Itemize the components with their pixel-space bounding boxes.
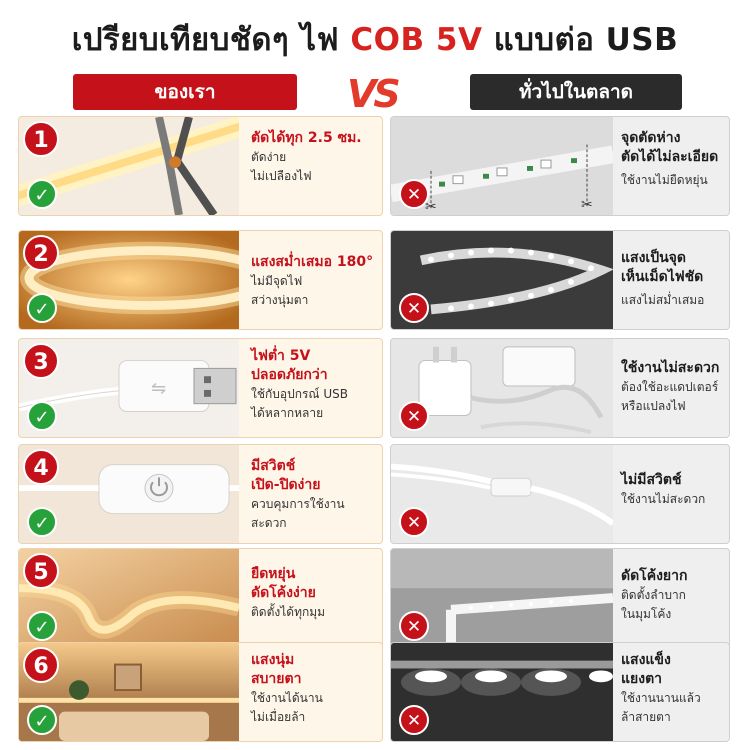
cross-icon: ✕ <box>399 293 429 323</box>
ours-sub-2a: ไม่มีจุดไฟ <box>251 274 303 288</box>
theirs-heading-2a: แสงเป็นจุด <box>621 250 686 266</box>
theirs-sub-1: ใช้งานไม่ยืดหยุ่น <box>621 173 708 187</box>
ours-card-6: 6 ✓ แสงนุ่ม สบายตา ใช้งานได้นาน ไม่เมื่อ… <box>18 642 383 742</box>
vs-label: VS <box>347 72 401 116</box>
theirs-text-1: จุดตัดห่าง ตัดได้ไม่ละเอียด ใช้งานไม่ยืด… <box>621 129 729 190</box>
ours-heading-3a: ไฟต่ำ 5V <box>251 348 311 364</box>
smd-strip-photo <box>391 117 613 215</box>
theirs-card-4: ✕ ไม่มีสวิตช์ ใช้งานไม่สะดวก <box>390 444 730 544</box>
theirs-text-2: แสงเป็นจุด เห็นเม็ดไฟชัด แสงไม่สม่ำเสมอ <box>621 249 729 310</box>
comparison-row-5: 5 ✓ ยืดหยุ่น ดัดโค้งง่าย ติดตั้งได้ทุกมุ… <box>0 548 750 648</box>
ours-text-5: ยืดหยุ่น ดัดโค้งง่าย ติดตั้งได้ทุกมุม <box>251 565 382 622</box>
cross-icon: ✕ <box>399 507 429 537</box>
theirs-text-5: ดัดโค้งยาก ติดตั้งลำบาก ในมุมโค้ง <box>621 567 729 624</box>
row-number-2: 2 <box>23 235 59 271</box>
theirs-text-6: แสงแข็ง แยงตา ใช้งานนานแล้ว ล้าสายตา <box>621 651 729 727</box>
ours-sub-6a: ใช้งานได้นาน <box>251 691 323 705</box>
comparison-row-4: 4 ✓ มีสวิตช์ เปิด-ปิดง่าย ควบคุมการใช้งา… <box>0 444 750 544</box>
theirs-heading-1b: ตัดได้ไม่ละเอียด <box>621 149 719 165</box>
theirs-text-4: ไม่มีสวิตช์ ใช้งานไม่สะดวก <box>621 471 729 509</box>
row-number-3: 3 <box>23 343 59 379</box>
cross-icon: ✕ <box>399 401 429 431</box>
ours-sub-1b: ไม่เปลืองไฟ <box>251 169 312 183</box>
ours-text-1: ตัดได้ทุก 2.5 ซม. ตัดง่าย ไม่เปลืองไฟ <box>251 129 382 186</box>
ours-heading-6a: แสงนุ่ม <box>251 652 295 668</box>
theirs-card-2: ✕ แสงเป็นจุด เห็นเม็ดไฟชัด แสงไม่สม่ำเสม… <box>390 230 730 330</box>
ours-card-5: 5 ✓ ยืดหยุ่น ดัดโค้งง่าย ติดตั้งได้ทุกมุ… <box>18 548 383 648</box>
ours-heading-5a: ยืดหยุ่น <box>251 566 296 582</box>
comparison-row-2: 2 ✓ แสงสม่ำเสมอ 180° ไม่มีจุดไฟ สว่างนุ่… <box>0 230 750 330</box>
ours-text-2: แสงสม่ำเสมอ 180° ไม่มีจุดไฟ สว่างนุ่มตา <box>251 253 382 310</box>
harsh-light-photo <box>391 643 613 741</box>
ours-sub-5: ติดตั้งได้ทุกมุม <box>251 605 326 619</box>
theirs-card-3: ✕ ใช้งานไม่สะดวก ต้องใช้อะแดปเตอร์ หรือแ… <box>390 338 730 438</box>
check-icon: ✓ <box>27 611 57 641</box>
comparison-row-1: 1 ✓ ตัดได้ทุก 2.5 ซม. ตัดง่าย ไม่เปลืองไ… <box>0 116 750 216</box>
ours-card-3: ⇋ 3 ✓ ไฟต่ำ 5V ปลอดภัยกว่า ใช้กับอุปกรณ์… <box>18 338 383 438</box>
page-title: เปรียบเทียบชัดๆ ไฟ COB 5V แบบต่อ USB <box>0 14 750 64</box>
row-number-1: 1 <box>23 121 59 157</box>
check-icon: ✓ <box>27 179 57 209</box>
ours-sub-1a: ตัดง่าย <box>251 150 287 164</box>
theirs-sub-5b: ในมุมโค้ง <box>621 607 672 621</box>
row-number-5: 5 <box>23 553 59 589</box>
theirs-card-5: ✕ ดัดโค้งยาก ติดตั้งลำบาก ในมุมโค้ง <box>390 548 730 648</box>
theirs-card-1: ✂ ✂ ✕ จุดตัดห่าง ตัดได้ไม่ละเอียด ใช้งาน… <box>390 116 730 216</box>
theirs-card-6: ✕ แสงแข็ง แยงตา ใช้งานนานแล้ว ล้าสายตา <box>390 642 730 742</box>
theirs-sub-2: แสงไม่สม่ำเสมอ <box>621 293 705 307</box>
ours-heading-5b: ดัดโค้งง่าย <box>251 585 316 601</box>
ours-text-3: ไฟต่ำ 5V ปลอดภัยกว่า ใช้กับอุปกรณ์ USB ไ… <box>251 347 382 423</box>
theirs-heading-4: ไม่มีสวิตช์ <box>621 472 682 488</box>
theirs-heading-6b: แยงตา <box>621 671 663 687</box>
ours-card-4: 4 ✓ มีสวิตช์ เปิด-ปิดง่าย ควบคุมการใช้งา… <box>18 444 383 544</box>
title-part-1: เปรียบเทียบชัดๆ ไฟ <box>71 22 340 58</box>
check-icon: ✓ <box>27 705 57 735</box>
check-icon: ✓ <box>27 293 57 323</box>
scissors-icon: ✂ <box>581 197 593 213</box>
cross-icon: ✕ <box>399 611 429 641</box>
title-part-2: แบบต่อ USB <box>493 22 679 58</box>
comparison-row-3: ⇋ 3 ✓ ไฟต่ำ 5V ปลอดภัยกว่า ใช้กับอุปกรณ์… <box>0 338 750 438</box>
ours-card-2: 2 ✓ แสงสม่ำเสมอ 180° ไม่มีจุดไฟ สว่างนุ่… <box>18 230 383 330</box>
ours-header: ของเรา <box>73 74 297 110</box>
theirs-sub-3b: หรือแปลงไฟ <box>621 399 686 413</box>
theirs-sub-6b: ล้าสายตา <box>621 710 671 724</box>
cross-icon: ✕ <box>399 179 429 209</box>
ours-sub-3a: ใช้กับอุปกรณ์ USB <box>251 387 349 401</box>
ours-heading-4b: เปิด-ปิดง่าย <box>251 477 321 493</box>
title-highlight: COB 5V <box>350 22 483 58</box>
theirs-sub-5a: ติดตั้งลำบาก <box>621 588 686 602</box>
ours-heading-4a: มีสวิตช์ <box>251 458 296 474</box>
svg-text:⇋: ⇋ <box>151 378 166 399</box>
theirs-text-3: ใช้งานไม่สะดวก ต้องใช้อะแดปเตอร์ หรือแปล… <box>621 359 729 416</box>
ours-sub-2b: สว่างนุ่มตา <box>251 293 309 307</box>
cross-icon: ✕ <box>399 705 429 735</box>
theirs-heading-2b: เห็นเม็ดไฟชัด <box>621 269 704 285</box>
theirs-heading-3: ใช้งานไม่สะดวก <box>621 360 720 376</box>
ours-sub-6b: ไม่เมื่อยล้า <box>251 710 306 724</box>
ours-sub-3b: ได้หลากหลาย <box>251 406 324 420</box>
ours-card-1: 1 ✓ ตัดได้ทุก 2.5 ซม. ตัดง่าย ไม่เปลืองไ… <box>18 116 383 216</box>
row-number-6: 6 <box>23 647 59 683</box>
ours-heading-3b: ปลอดภัยกว่า <box>251 367 328 383</box>
row-number-4: 4 <box>23 449 59 485</box>
ours-heading-1: ตัดได้ทุก 2.5 ซม. <box>251 130 362 146</box>
ours-heading-6b: สบายตา <box>251 671 302 687</box>
check-icon: ✓ <box>27 401 57 431</box>
ours-heading-2: แสงสม่ำเสมอ 180° <box>251 254 374 270</box>
ours-text-6: แสงนุ่ม สบายตา ใช้งานได้นาน ไม่เมื่อยล้า <box>251 651 382 727</box>
theirs-sub-3a: ต้องใช้อะแดปเตอร์ <box>621 380 719 394</box>
comparison-row-6: 6 ✓ แสงนุ่ม สบายตา ใช้งานได้นาน ไม่เมื่อ… <box>0 642 750 742</box>
theirs-heading-1a: จุดตัดห่าง <box>621 130 681 146</box>
theirs-heading-5: ดัดโค้งยาก <box>621 568 688 584</box>
theirs-heading-6a: แสงแข็ง <box>621 652 671 668</box>
ours-text-4: มีสวิตช์ เปิด-ปิดง่าย ควบคุมการใช้งาน สะ… <box>251 457 382 533</box>
theirs-header: ทั่วไปในตลาด <box>470 74 682 110</box>
check-icon: ✓ <box>27 507 57 537</box>
theirs-sub-4: ใช้งานไม่สะดวก <box>621 492 706 506</box>
scissors-icon: ✂ <box>425 199 437 215</box>
theirs-sub-6a: ใช้งานนานแล้ว <box>621 691 701 705</box>
ours-sub-4b: สะดวก <box>251 516 287 530</box>
ours-sub-4a: ควบคุมการใช้งาน <box>251 497 345 511</box>
